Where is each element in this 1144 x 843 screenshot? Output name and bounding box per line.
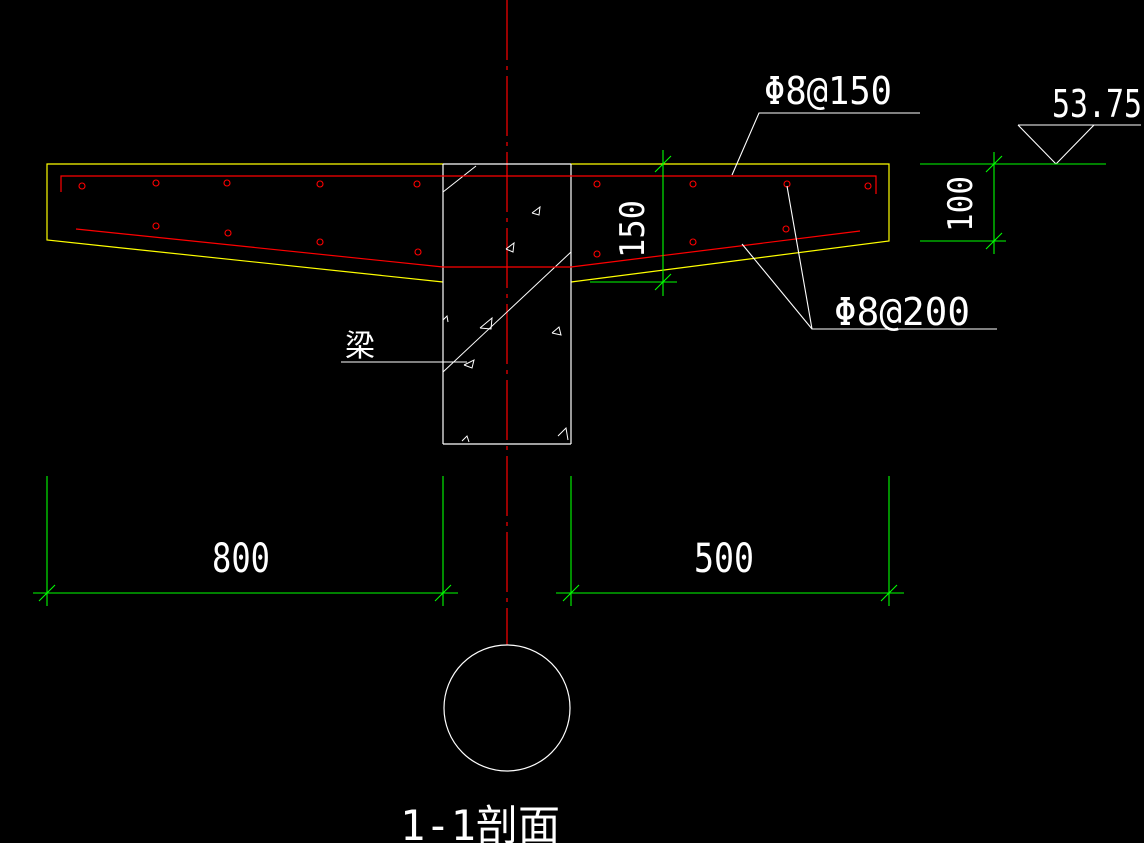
- beam-label: 梁: [345, 329, 375, 364]
- bottom-rebar: [75, 228, 861, 268]
- slab-outline: [46, 163, 890, 283]
- leader-lines: [341, 112, 997, 363]
- slab-thickness-dimension: [920, 152, 1006, 254]
- haunch-depth-dimension: [590, 150, 677, 296]
- bottom-rebar-label: Φ8@200: [834, 290, 970, 334]
- concrete-hatch: [442, 165, 572, 443]
- section-title: 1-1剖面: [400, 801, 560, 843]
- elevation-marker: 53.75: [1004, 82, 1142, 165]
- slab-thickness-label: 100: [941, 176, 981, 232]
- right-span-dimension: [556, 476, 904, 606]
- top-rebar-label: Φ8@150: [764, 69, 892, 113]
- rebar-dots: [78, 179, 872, 258]
- left-span-dimension: [33, 476, 458, 606]
- section-marker-circle: [443, 644, 571, 772]
- elevation-value: 53.75: [1052, 82, 1142, 126]
- haunch-depth-label: 150: [613, 200, 653, 258]
- top-rebar: [60, 175, 877, 194]
- beam-outline: [442, 163, 572, 445]
- left-span-label: 800: [212, 536, 270, 582]
- right-span-label: 500: [694, 536, 754, 582]
